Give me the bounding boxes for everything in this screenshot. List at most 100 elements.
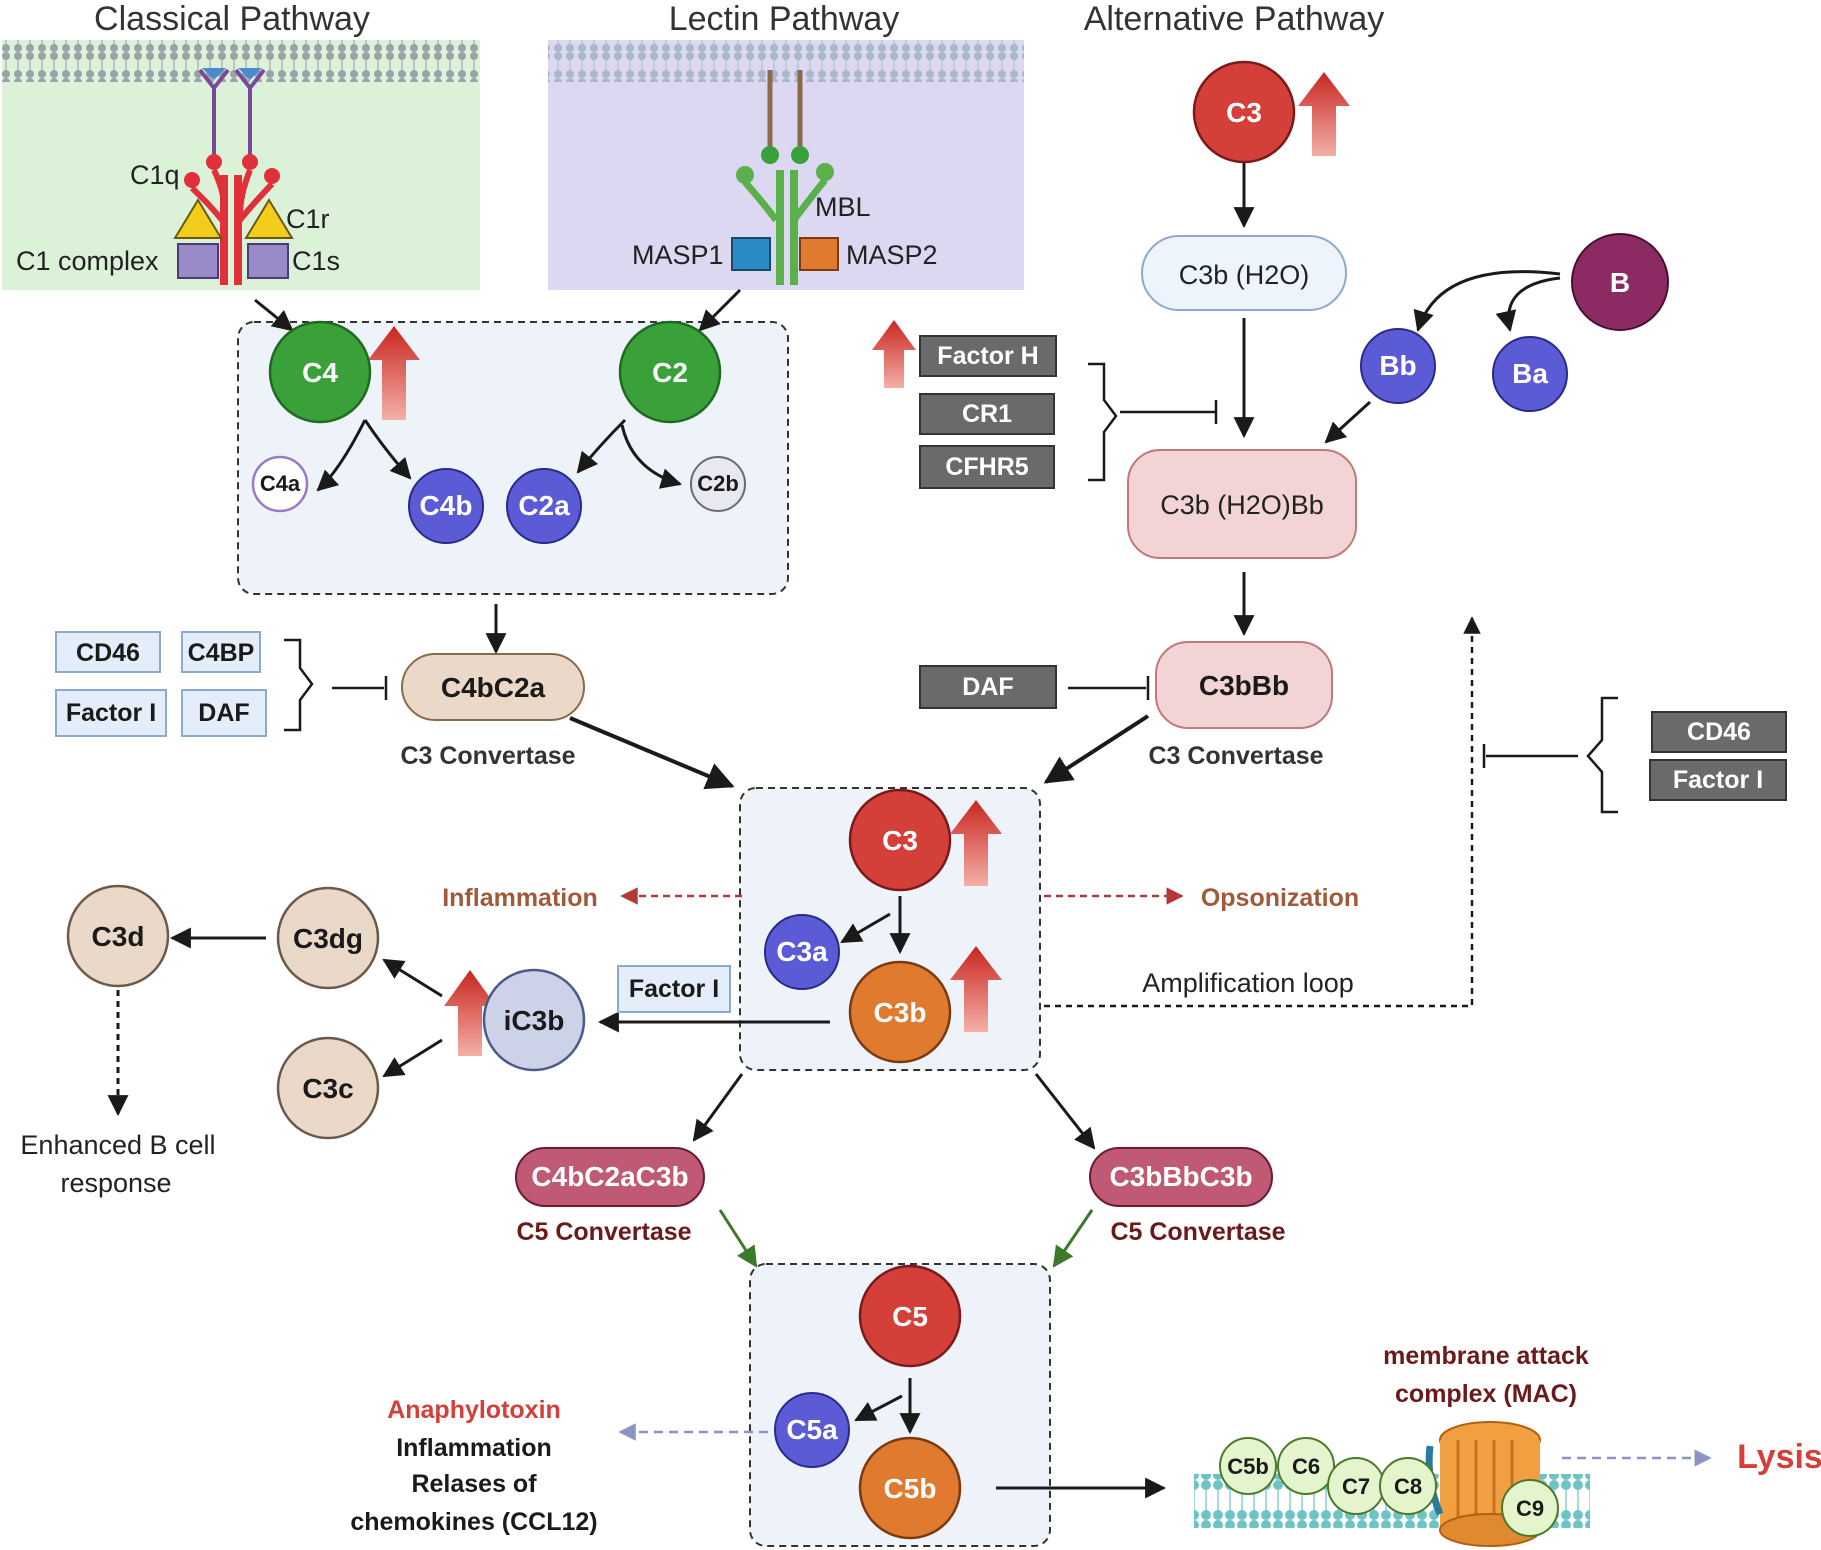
- increase-arrows: [368, 72, 1350, 1056]
- c3b-label: C3b: [874, 997, 927, 1028]
- ba-label: Ba: [1512, 358, 1548, 389]
- regulators-alt: Factor H CR1 CFHR5: [919, 335, 1057, 489]
- mbl-icon: [736, 70, 834, 285]
- classical-pathway-title: Classical Pathway: [94, 0, 370, 38]
- c3dg-node: [276, 886, 380, 990]
- masp2-icon: [799, 237, 839, 271]
- cfhr5-box: [919, 445, 1055, 489]
- cr1-box: [919, 393, 1055, 435]
- inhibition-lines: [284, 362, 1618, 814]
- convertase-arrows: [718, 1209, 1094, 1268]
- factor-h-box: [919, 335, 1057, 377]
- c1r-icon: [173, 198, 223, 239]
- ic3b-increase-arrow-icon: [444, 970, 496, 1056]
- c3-label: C3: [882, 825, 918, 856]
- c4bp-box: [181, 631, 261, 673]
- factor-i-ic3b-box: [617, 965, 731, 1013]
- mac-c8-label: C8: [1394, 1474, 1422, 1499]
- opsonization-label: Opsonization: [1201, 884, 1359, 912]
- c3-convertase-classical-label: C3 Convertase: [400, 742, 575, 770]
- c1q-icon: [184, 154, 280, 285]
- c4bc2a-label: C4bC2a: [441, 672, 546, 703]
- factor-h-label: Factor H: [937, 342, 1038, 370]
- c1r-label: C1r: [286, 204, 330, 234]
- ic3b-node: [482, 968, 586, 1072]
- c3c-node: [276, 1036, 380, 1140]
- ba-node: [1492, 336, 1568, 412]
- daf-alt-label: DAF: [962, 673, 1013, 701]
- mac-c6-label: C6: [1292, 1454, 1320, 1479]
- regulators-classical: CD46 C4BP Factor I DAF: [55, 631, 267, 737]
- c5-label: C5: [892, 1301, 928, 1332]
- mac-c9-label: C9: [1516, 1496, 1544, 1521]
- c2b-label: C2b: [697, 471, 739, 496]
- daf-alt-box: [919, 665, 1057, 709]
- c4a-node: [251, 455, 309, 513]
- lectin-pathway-title: Lectin Pathway: [669, 0, 900, 38]
- factor-b-node: [1571, 233, 1669, 331]
- c3d-node: [66, 884, 170, 988]
- inflammation-label: Inflammation: [442, 884, 598, 912]
- masp2-label: MASP2: [846, 240, 938, 270]
- c5b-node: [858, 1436, 962, 1540]
- c3-alt-label: C3: [1226, 97, 1262, 128]
- mac-label-line1: membrane attack: [1383, 1342, 1589, 1370]
- c2a-node: [506, 468, 582, 544]
- cd46-box: [55, 631, 161, 673]
- mac-c7-label: C7: [1342, 1474, 1370, 1499]
- c3d-label: C3d: [92, 921, 145, 952]
- classical-panel: C1q C1r C1s C1 complex: [2, 40, 480, 290]
- c5a-label: C5a: [786, 1414, 838, 1445]
- c4-increase-arrow-icon: [368, 326, 420, 420]
- cd46-alt-label: CD46: [1687, 718, 1751, 746]
- daf-box: [181, 689, 267, 737]
- c5-convertase-alt-label: C5 Convertase: [1110, 1218, 1285, 1246]
- c3-increase-arrow-icon: [950, 800, 1002, 886]
- c4bc2a-node: [401, 653, 585, 721]
- c1-complex-label: C1 complex: [16, 246, 159, 276]
- c3-convertase-alt-label: C3 Convertase: [1148, 742, 1323, 770]
- c3-alt-node: [1192, 60, 1296, 164]
- c2-label: C2: [652, 357, 688, 388]
- c3bbbc3b-node: [1089, 1147, 1273, 1207]
- c3-node: [848, 788, 952, 892]
- chemokines-label: chemokines (CCL12): [350, 1508, 597, 1536]
- antibody-icon: [198, 68, 266, 160]
- bb-label: Bb: [1379, 350, 1416, 381]
- daf-label: DAF: [198, 699, 249, 727]
- c3b-h2o-bb-node: [1127, 449, 1357, 559]
- c5b-label: C5b: [884, 1473, 937, 1504]
- factor-h-increase-arrow-icon: [872, 320, 916, 388]
- factor-i-label: Factor I: [66, 699, 156, 727]
- c5-node: [858, 1264, 962, 1368]
- c1q-label: C1q: [130, 160, 180, 190]
- antigen-icon: [238, 68, 262, 80]
- alternative-pathway-title: Alternative Pathway: [1084, 0, 1385, 38]
- c5-cleavage-box: [749, 1263, 1051, 1547]
- cfhr5-label: CFHR5: [945, 453, 1028, 481]
- factor-i-alt-box: [1649, 759, 1787, 801]
- bcell-response-line2: response: [60, 1168, 171, 1198]
- c1r-icon: [244, 198, 294, 239]
- antigen-icon: [202, 68, 226, 80]
- c4-label: C4: [302, 357, 338, 388]
- c3a-label: C3a: [776, 936, 828, 967]
- anaphylotoxin-label: Anaphylotoxin: [387, 1396, 561, 1424]
- mac-complex: C5b C6 C7 C8 C9: [1194, 1421, 1590, 1547]
- mac-c5b-label: C5b: [1227, 1454, 1269, 1479]
- factor-i-box: [55, 689, 167, 737]
- c3b-h2o-label: C3b (H2O): [1179, 260, 1310, 290]
- c3bbb-node: [1155, 641, 1333, 729]
- lysis-label: Lysis: [1737, 1438, 1821, 1476]
- arrows: [107, 160, 1561, 1499]
- c4b-node: [408, 468, 484, 544]
- amplification-loop-label: Amplification loop: [1142, 968, 1354, 998]
- c3b-h2o-node: [1141, 235, 1347, 311]
- c1s-label: C1s: [292, 246, 340, 276]
- c1s-icon: [177, 243, 219, 279]
- c4-node: [268, 320, 372, 424]
- inflammation2-label: Inflammation: [396, 1434, 552, 1462]
- factor-i-alt-label: Factor I: [1673, 766, 1763, 794]
- c4a-label: C4a: [260, 471, 301, 496]
